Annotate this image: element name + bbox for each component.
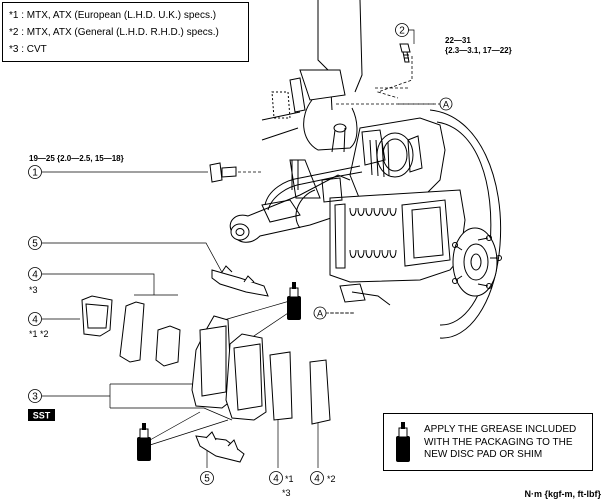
svg-text:4: 4 bbox=[32, 315, 38, 326]
grease-tube-icon bbox=[396, 422, 410, 462]
grease-legend-box: APPLY THE GREASE INCLUDED WITH THE PACKA… bbox=[383, 413, 593, 471]
reference-a-lower: A bbox=[313, 306, 355, 320]
callout-4a: 4 *3 bbox=[28, 267, 42, 295]
bolt-2 bbox=[399, 43, 411, 63]
callout-2: 2 22—31 {2.3—3.1, 17—22} bbox=[395, 23, 512, 55]
callout-4c: 4 *1 *3 bbox=[269, 471, 294, 498]
spec-note: *2 : MTX, ATX (General (L.H.D. R.H.D.) s… bbox=[9, 27, 219, 38]
torque-spec-2-line2: {2.3—3.1, 17—22} bbox=[445, 46, 512, 55]
svg-text:*3: *3 bbox=[29, 285, 38, 295]
svg-text:2: 2 bbox=[399, 26, 405, 37]
leader-lines bbox=[42, 29, 415, 468]
svg-text:5: 5 bbox=[204, 474, 210, 485]
mounting-bolt-1 bbox=[209, 162, 237, 183]
legend-line: APPLY THE GREASE INCLUDED bbox=[424, 424, 577, 435]
callout-4b: 4 *1 *2 bbox=[28, 312, 49, 339]
svg-text:1: 1 bbox=[32, 168, 38, 179]
brake-hose bbox=[264, 160, 363, 211]
knuckle-and-arm bbox=[229, 159, 351, 243]
brake-caliper bbox=[321, 117, 466, 306]
grease-tube bbox=[287, 282, 301, 320]
callout-5b: 5 bbox=[200, 471, 214, 485]
svg-text:A: A bbox=[317, 309, 323, 319]
pad-clips bbox=[195, 265, 269, 463]
svg-text:A: A bbox=[443, 100, 449, 110]
sst-tag bbox=[28, 409, 55, 421]
svg-text:*1: *1 bbox=[285, 474, 294, 484]
svg-text:*2: *2 bbox=[327, 474, 336, 484]
legend-line: WITH THE PACKAGING TO THE bbox=[424, 436, 573, 448]
svg-text:4: 4 bbox=[314, 474, 320, 485]
legend-line: NEW DISC PAD OR SHIM bbox=[424, 449, 543, 460]
callout-3: 3 SST bbox=[28, 389, 55, 421]
svg-text:4: 4 bbox=[32, 270, 38, 281]
svg-text:5: 5 bbox=[32, 239, 38, 250]
brake-disc bbox=[429, 109, 502, 339]
svg-text:*3: *3 bbox=[282, 488, 291, 498]
disc-pads bbox=[191, 315, 267, 421]
svg-text:SST: SST bbox=[33, 411, 51, 421]
callout-5a: 5 bbox=[28, 236, 42, 250]
svg-text:3: 3 bbox=[32, 392, 38, 403]
grease-tube bbox=[137, 423, 151, 461]
callout-4d: 4 *2 bbox=[310, 471, 336, 485]
strut-assembly bbox=[261, 0, 363, 153]
pad-shims bbox=[81, 295, 331, 425]
reference-a-upper: A bbox=[398, 97, 453, 111]
spec-note: *1 : MTX, ATX (European (L.H.D. U.K.) sp… bbox=[9, 10, 217, 21]
callout-1: 1 19—25 {2.0—2.5, 15—18} bbox=[28, 154, 124, 179]
torque-units: N·m {kgf-m, ft-lbf} bbox=[524, 489, 602, 499]
torque-spec-2-line1: 22—31 bbox=[445, 36, 471, 45]
svg-text:*1 *2: *1 *2 bbox=[29, 329, 49, 339]
spec-notes-box: *1 : MTX, ATX (European (L.H.D. U.K.) sp… bbox=[2, 2, 249, 62]
spec-note: *3 : CVT bbox=[9, 44, 47, 55]
svg-text:4: 4 bbox=[273, 474, 279, 485]
torque-spec-1: 19—25 {2.0—2.5, 15—18} bbox=[29, 154, 124, 163]
